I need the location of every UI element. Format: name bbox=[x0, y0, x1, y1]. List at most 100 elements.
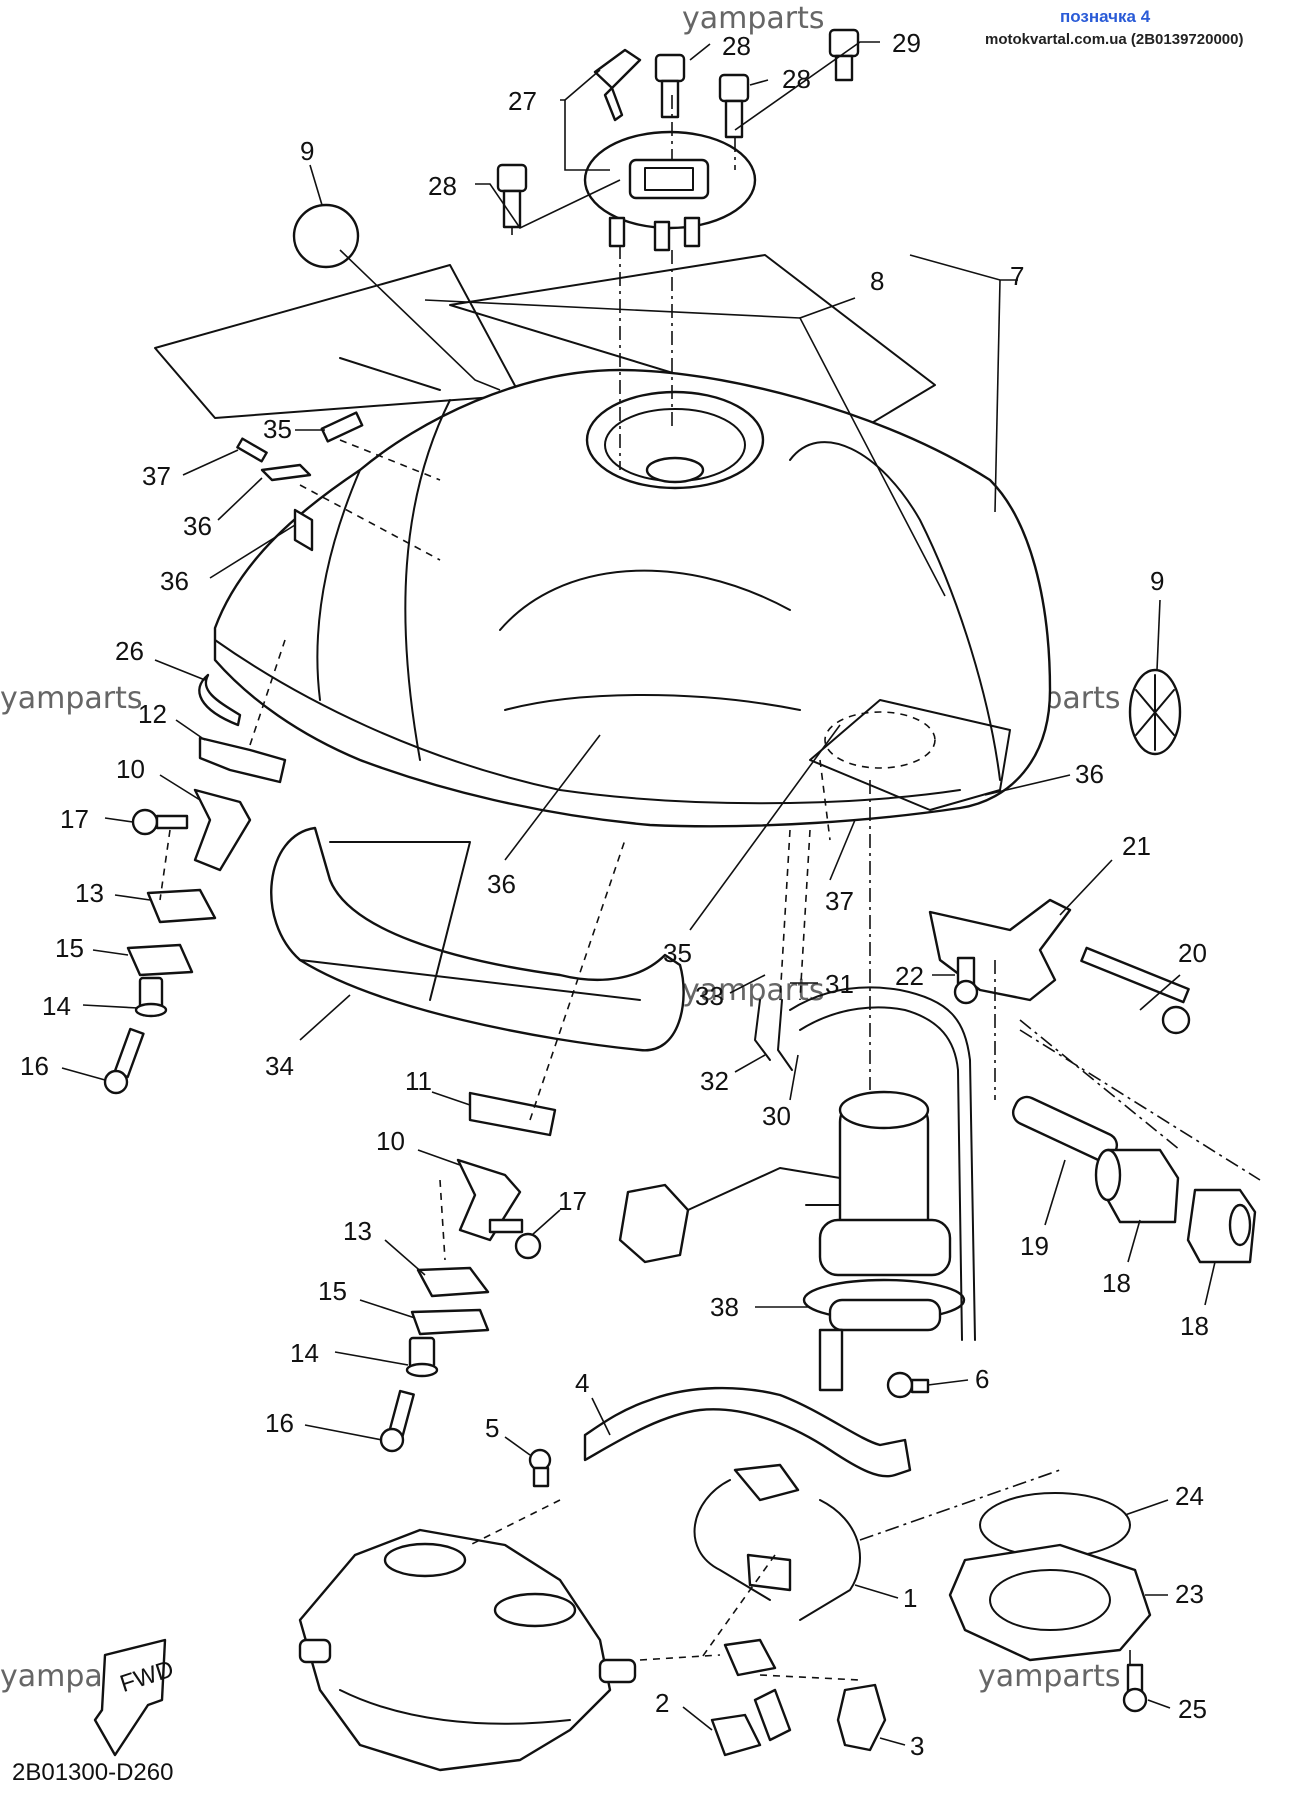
clip-37 bbox=[236, 437, 268, 463]
callout: 31 bbox=[825, 969, 854, 999]
callout: 32 bbox=[700, 1066, 729, 1096]
callout: 7 bbox=[1010, 261, 1024, 291]
clamp-6 bbox=[886, 1371, 930, 1399]
collar-14 bbox=[134, 976, 168, 1018]
bracket-21 bbox=[928, 898, 1072, 1002]
callout: 36 bbox=[183, 511, 212, 541]
bolt-29 bbox=[828, 28, 860, 82]
connector bbox=[746, 1553, 792, 1592]
hose-30 bbox=[799, 1006, 963, 1341]
bolt-17 bbox=[131, 808, 189, 836]
callout: 16 bbox=[20, 1051, 49, 1081]
callout: 26 bbox=[115, 636, 144, 666]
callout: 8 bbox=[870, 266, 884, 296]
bolt-20 bbox=[1080, 946, 1191, 1035]
damper-18 bbox=[1094, 1148, 1180, 1224]
callout: 22 bbox=[895, 961, 924, 991]
callout: 21 bbox=[1122, 831, 1151, 861]
plate-15 bbox=[410, 1308, 490, 1336]
callout: 33 bbox=[695, 981, 724, 1011]
callout: 17 bbox=[60, 804, 89, 834]
drawing-code: 2B01300-D260 bbox=[12, 1759, 173, 1786]
bolt-25 bbox=[1122, 1663, 1148, 1713]
callout: 37 bbox=[142, 461, 171, 491]
header-note: позначка 4 bbox=[1060, 7, 1151, 26]
callout: 20 bbox=[1178, 938, 1207, 968]
callout: 36 bbox=[1075, 759, 1104, 789]
collar-14 bbox=[405, 1336, 439, 1378]
hose-1 bbox=[693, 1479, 861, 1621]
throttle-body bbox=[298, 1528, 637, 1772]
callout: 1 bbox=[903, 1583, 917, 1613]
callout: 15 bbox=[55, 933, 84, 963]
callout: 37 bbox=[825, 886, 854, 916]
callout: 35 bbox=[263, 414, 292, 444]
callout: 11 bbox=[405, 1066, 432, 1096]
callout: 30 bbox=[762, 1101, 791, 1131]
bolt-17 bbox=[488, 1218, 542, 1260]
hose-30 bbox=[777, 999, 793, 1071]
callout: 16 bbox=[265, 1408, 294, 1438]
yamaha-emblem-icon bbox=[1128, 668, 1182, 756]
bolt-22 bbox=[953, 956, 979, 1005]
callout: 5 bbox=[485, 1413, 499, 1443]
watermark: yamparts bbox=[682, 1, 825, 36]
plate-23 bbox=[948, 1543, 1152, 1662]
forward-arrow-icon: FWD bbox=[93, 1638, 177, 1757]
plate-15 bbox=[126, 943, 194, 977]
callout: 6 bbox=[975, 1364, 989, 1394]
damper-36 bbox=[293, 508, 314, 552]
callout: 23 bbox=[1175, 1579, 1204, 1609]
callout: 35 bbox=[663, 938, 692, 968]
callout: 13 bbox=[75, 878, 104, 908]
leader-lines bbox=[61, 41, 1216, 1746]
callout: 12 bbox=[138, 699, 167, 729]
bracket-10 bbox=[193, 788, 252, 872]
callout: 28 bbox=[722, 31, 751, 61]
callout: 38 bbox=[710, 1292, 739, 1322]
hose-4 bbox=[583, 1386, 912, 1478]
callout: 10 bbox=[116, 754, 145, 784]
connector bbox=[733, 1463, 800, 1502]
bolt-16 bbox=[379, 1389, 415, 1453]
bracket-12 bbox=[198, 736, 287, 784]
callout-labels: 27 28 28 28 29 9 8 7 35 37 36 36 26 12 1… bbox=[20, 28, 1209, 1761]
callout: 9 bbox=[300, 136, 314, 166]
callout: 3 bbox=[910, 1731, 924, 1761]
callout: 36 bbox=[487, 869, 516, 899]
callout: 27 bbox=[508, 86, 537, 116]
clip-3 bbox=[836, 1683, 887, 1752]
watermark: yamparts bbox=[978, 1659, 1121, 1694]
bolt-28 bbox=[718, 73, 750, 139]
callout: 24 bbox=[1175, 1481, 1204, 1511]
header-site: motokvartal.com.ua (2B0139720000) bbox=[985, 31, 1243, 48]
plate-13 bbox=[146, 888, 217, 924]
hose-30 bbox=[789, 986, 976, 1341]
callout: 28 bbox=[428, 171, 457, 201]
assembly-lines bbox=[159, 95, 1261, 1681]
callout: 28 bbox=[782, 64, 811, 94]
bracket-10 bbox=[456, 1158, 522, 1242]
callout: 2 bbox=[655, 1688, 669, 1718]
bolt-16 bbox=[103, 1027, 145, 1095]
clamp-5 bbox=[528, 1448, 552, 1488]
fuel-pump bbox=[802, 1090, 966, 1392]
key-icon bbox=[593, 48, 642, 122]
fuel-sender-float bbox=[618, 1167, 841, 1264]
callout: 14 bbox=[290, 1338, 319, 1368]
damper-18 bbox=[1186, 1188, 1257, 1264]
callout: 18 bbox=[1180, 1311, 1209, 1341]
callout: 18 bbox=[1102, 1268, 1131, 1298]
callout: 10 bbox=[376, 1126, 405, 1156]
callout: 4 bbox=[575, 1368, 589, 1398]
damper-36 bbox=[260, 463, 312, 482]
connector bbox=[723, 1638, 777, 1677]
callout: 25 bbox=[1178, 1694, 1207, 1724]
bolt-28 bbox=[654, 53, 686, 119]
callout: 34 bbox=[265, 1051, 294, 1081]
side-cover bbox=[270, 826, 685, 1052]
fuel-tank bbox=[213, 368, 1052, 828]
callout: 19 bbox=[1020, 1231, 1049, 1261]
callout: 14 bbox=[42, 991, 71, 1021]
callout: 29 bbox=[892, 28, 921, 58]
